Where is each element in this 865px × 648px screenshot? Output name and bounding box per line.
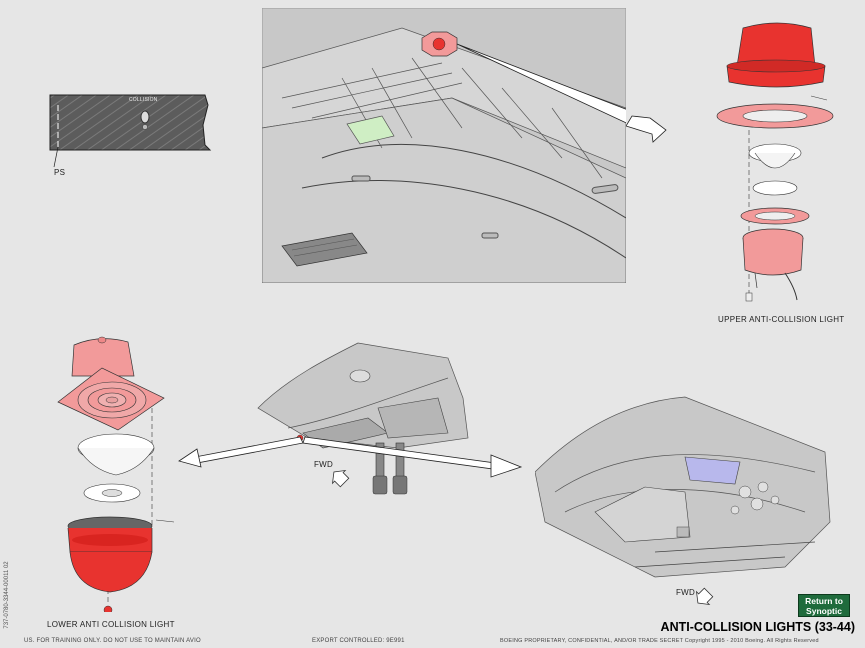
fwd-arrow-bottom-icon <box>695 587 714 606</box>
lower-callout-arrows <box>178 436 523 478</box>
return-button-line1: Return to <box>805 596 843 606</box>
lower-fuselage-detail-illustration <box>535 396 831 578</box>
fwd-label-bottom: FWD <box>676 588 696 597</box>
lower-anti-collision-light-exploded <box>57 336 175 612</box>
return-to-synoptic-button[interactable]: Return to Synoptic <box>798 594 850 617</box>
upper-anti-collision-light-exploded <box>716 22 834 302</box>
page-title: ANTI-COLLISION LIGHTS (33-44) <box>660 620 855 634</box>
ps-panel-illustration <box>49 94 212 168</box>
ps-label: PS <box>54 168 66 177</box>
collision-switch-label: COLLISION <box>129 97 158 103</box>
fwd-label-center: FWD <box>314 460 334 469</box>
return-button-line2: Synoptic <box>806 606 842 616</box>
document-code: 737-0780-3344-00011 02 <box>4 561 10 629</box>
footer-export-notice: EXPORT CONTROLLED: 9E991 <box>312 638 405 644</box>
footer-training-notice: US. FOR TRAINING ONLY. DO NOT USE TO MAI… <box>24 638 201 644</box>
fuselage-center-illustration <box>257 342 469 495</box>
footer-proprietary-notice: BOEING PROPRIETARY, CONFIDENTIAL, AND/OR… <box>500 638 819 644</box>
lower-light-label: LOWER ANTI COLLISION LIGHT <box>47 620 175 629</box>
upper-light-label: UPPER ANTI-COLLISION LIGHT <box>718 315 845 324</box>
overhead-panel-illustration <box>262 8 626 283</box>
upper-callout-arrow <box>626 115 667 143</box>
fwd-arrow-center-icon <box>331 469 350 488</box>
